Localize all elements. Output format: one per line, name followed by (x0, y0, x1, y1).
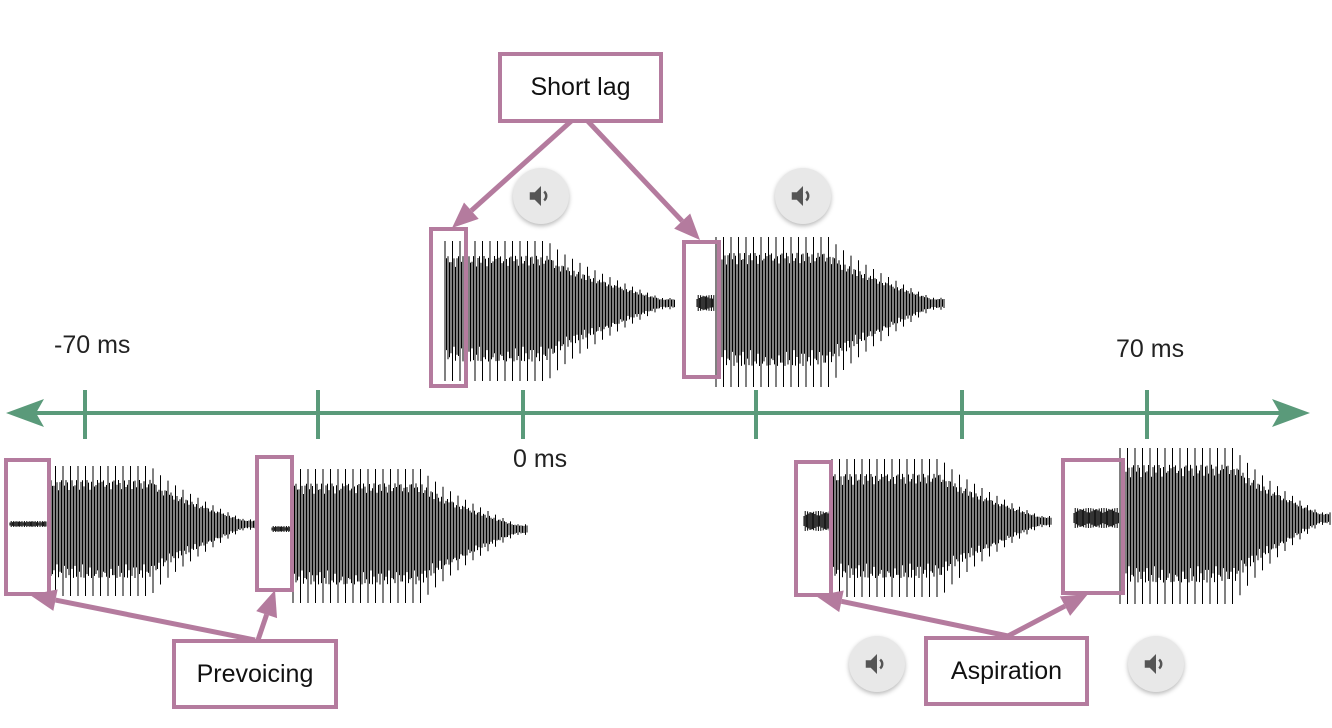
speaker-icon (1144, 654, 1163, 674)
speaker-icon (529, 186, 548, 206)
waveform-prevoicing-2 (271, 469, 528, 603)
short-lag-box-1 (429, 227, 468, 388)
speaker-icon (791, 186, 810, 206)
waveform-prevoicing-1-trace (9, 466, 256, 596)
arrow-aspiration-2-shaft (1006, 603, 1067, 639)
short-lag-callout: Short lag (498, 52, 663, 123)
waveform-aspiration-1-trace (803, 459, 1052, 597)
arrow-short-lag-1-shaft (469, 113, 580, 213)
waveform-short-lag-2 (696, 237, 945, 387)
play-audio-button-aspiration-1[interactable] (849, 636, 905, 692)
timeline-label-zero: 0 ms (513, 445, 568, 473)
play-audio-button-aspiration-2[interactable] (1128, 636, 1184, 692)
arrow-aspiration-1-head (816, 590, 844, 613)
arrow-prevoicing-1-head (30, 589, 58, 611)
arrow-aspiration-1-shaft (840, 598, 1009, 639)
timeline-axis (6, 390, 1310, 439)
prevoicing-box-1 (4, 458, 51, 596)
arrow-short-lag-2-head (674, 213, 700, 240)
waveform-prevoicing-1 (9, 466, 256, 596)
aspiration-box-1 (794, 460, 833, 597)
arrow-prevoicing-2-shaft (255, 613, 269, 641)
callout-arrows (30, 113, 1088, 643)
waveform-aspiration-1 (803, 459, 1052, 597)
aspiration-callout: Aspiration (924, 636, 1089, 706)
play-audio-button-short-lag-1[interactable] (513, 168, 569, 224)
timeline-label-minus-70: -70 ms (54, 331, 131, 359)
waveform-aspiration-2 (1073, 448, 1331, 604)
timeline-label-plus-70: 70 ms (1116, 335, 1185, 363)
short-lag-box-2 (682, 240, 721, 379)
prevoicing-callout: Prevoicing (172, 639, 338, 709)
arrow-short-lag-1-head (452, 202, 479, 228)
arrow-short-lag-2-shaft (580, 113, 684, 223)
highlight-boxes (4, 227, 1125, 597)
waveforms (9, 237, 1331, 604)
waveform-prevoicing-2-trace (271, 469, 528, 603)
timeline-arrowhead-left (6, 399, 44, 427)
waveform-aspiration-2-trace (1073, 448, 1331, 604)
waveform-short-lag-1-trace (444, 241, 675, 381)
speaker-icon (865, 654, 884, 674)
timeline-arrowhead-right (1272, 399, 1310, 427)
arrow-prevoicing-1-shaft (55, 597, 256, 643)
arrow-prevoicing-2-head (256, 590, 278, 619)
prevoicing-box-2 (255, 455, 294, 592)
waveform-short-lag-1 (444, 241, 675, 381)
aspiration-box-2 (1061, 458, 1125, 595)
arrow-aspiration-2-head (1059, 594, 1088, 616)
waveform-short-lag-2-trace (696, 237, 945, 387)
play-audio-button-short-lag-2[interactable] (775, 168, 831, 224)
